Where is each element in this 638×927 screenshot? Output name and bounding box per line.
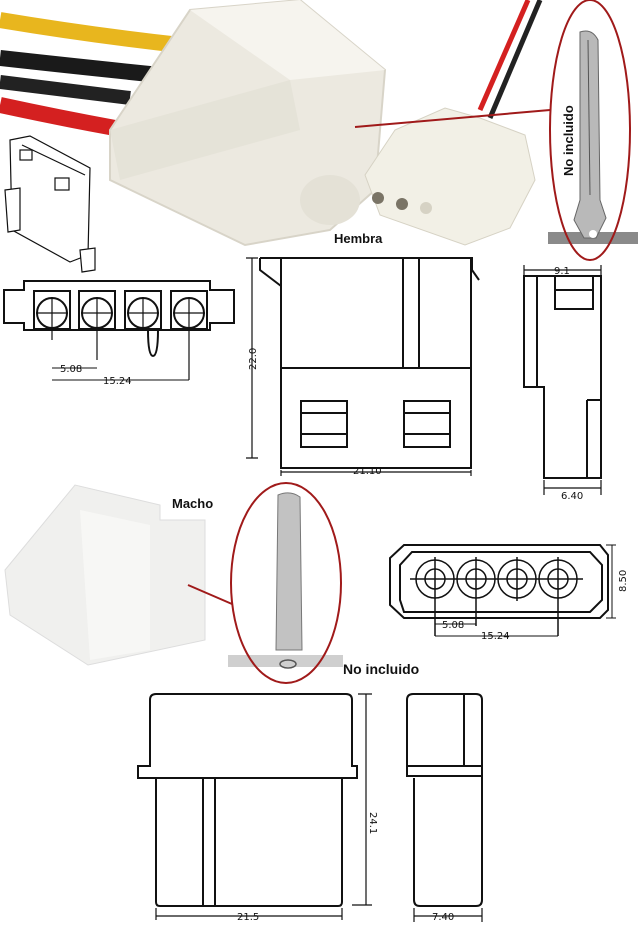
dim-male-side-height: 24.1	[367, 812, 378, 834]
dim-female-front-pitch: 5.08	[60, 364, 82, 375]
label-not-included-bottom: No incluido	[343, 661, 420, 677]
wire-bundle-photo	[0, 12, 181, 136]
dim-female-end-top: 9.1	[554, 266, 570, 277]
female-connector-photo	[109, 0, 387, 247]
callout-line-top	[354, 109, 551, 128]
dim-male-end-width: 7.40	[432, 912, 454, 923]
isometric-connector-drawing	[4, 135, 96, 273]
female-front-drawing	[3, 280, 235, 381]
dim-female-side-width: 21.10	[353, 466, 382, 477]
dim-male-front-pitch: 5.08	[442, 620, 464, 631]
female-end-drawing	[523, 265, 602, 495]
dim-male-front-span: 15.24	[481, 631, 510, 642]
label-female: Hembra	[334, 231, 383, 246]
female-pin-photo	[228, 492, 343, 669]
male-pin-photo	[548, 30, 638, 244]
label-not-included-top: No incluido	[561, 105, 576, 176]
male-front-drawing	[389, 544, 616, 637]
dim-female-end-bottom: 6.40	[561, 491, 583, 502]
callout-line-bottom	[187, 584, 233, 605]
dim-female-side-height: 22.0	[248, 348, 259, 370]
dim-male-side-width: 21.5	[237, 912, 259, 923]
label-male: Macho	[172, 496, 214, 511]
male-connector-photo	[4, 484, 206, 666]
male-end-drawing	[406, 693, 483, 922]
male-side-drawing	[137, 693, 372, 920]
female-side-drawing	[246, 257, 480, 476]
small-connector-photo	[364, 0, 543, 246]
dim-male-front-height: 8.50	[618, 570, 629, 592]
dim-female-front-span: 15.24	[103, 376, 132, 387]
callout-ellipse-bottom	[230, 482, 342, 684]
callout-ellipse-top	[549, 0, 631, 261]
